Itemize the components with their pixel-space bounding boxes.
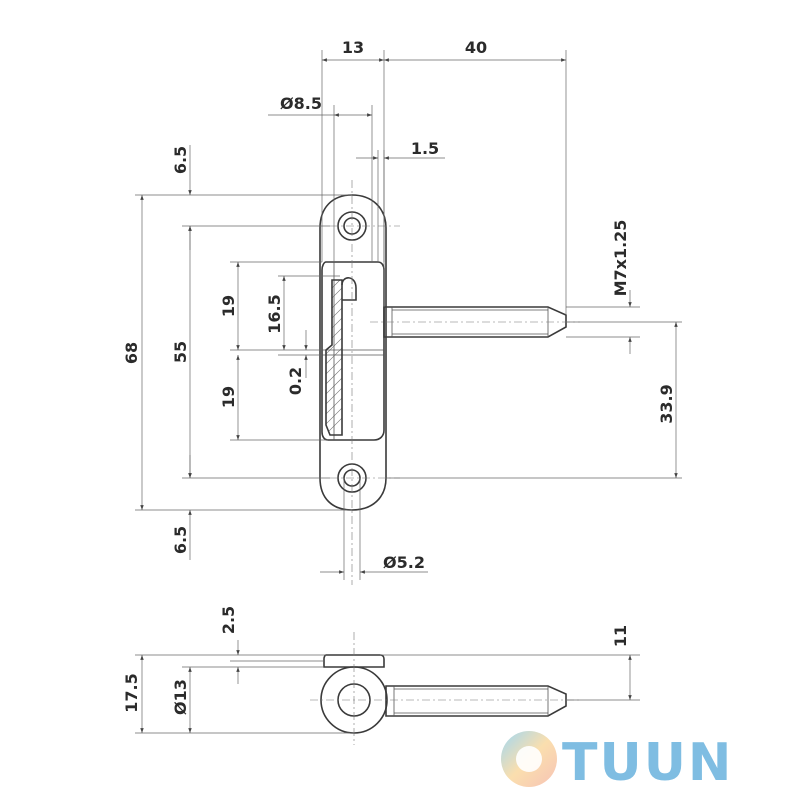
dim-33-9: 33.9: [657, 384, 676, 423]
dim-40: 40: [465, 38, 487, 57]
dim-19-upper: 19: [219, 295, 238, 317]
dim-dia-5-2: Ø5.2: [383, 553, 425, 572]
threaded-pin-front-view: [383, 306, 567, 338]
dim-16-5: 16.5: [265, 294, 284, 333]
dim-68: 68: [122, 342, 141, 364]
dim-1-5: 1.5: [411, 139, 439, 158]
hatched-section: [326, 280, 342, 435]
dim-2-5: 2.5: [219, 606, 238, 634]
logo-text: TUUN: [562, 733, 733, 792]
hinge-plate-front-view: [319, 194, 387, 511]
dim-6-5-bottom: 6.5: [171, 526, 190, 554]
dim-0-2: 0.2: [286, 367, 305, 395]
dim-6-5-top: 6.5: [171, 146, 190, 174]
dim-17-5: 17.5: [122, 673, 141, 712]
tuun-logo: TUUN: [501, 731, 733, 792]
center-lines: [330, 180, 580, 585]
dim-19-lower: 19: [219, 386, 238, 408]
dim-11: 11: [611, 625, 630, 647]
side-view-dimensions: 2.5 17.5 Ø13 11: [122, 606, 640, 734]
hinge-side-view: [310, 632, 580, 745]
dim-dia-8-5: Ø8.5: [280, 94, 322, 113]
dim-55: 55: [171, 341, 190, 363]
front-view-dimensions: 13 40 Ø8.5 1.5 6.5 68: [122, 38, 682, 580]
dim-dia-13: Ø13: [171, 679, 190, 715]
dim-13: 13: [342, 38, 364, 57]
dim-thread-m7: M7x1.25: [611, 220, 630, 297]
